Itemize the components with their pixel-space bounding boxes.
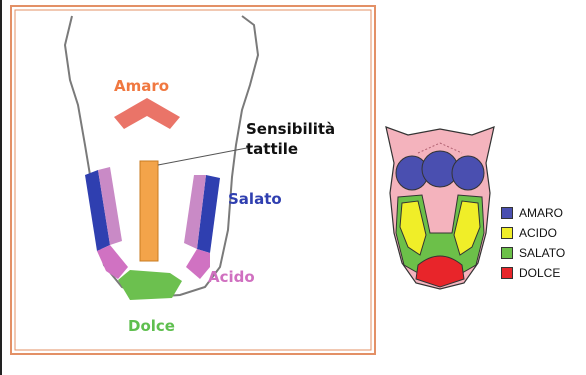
tongue-map — [382, 123, 498, 293]
dolce-zone — [118, 270, 182, 300]
acido-left-lower — [97, 245, 128, 279]
legend-item-acido: ACIDO — [501, 223, 565, 243]
left-border-line — [0, 0, 2, 375]
label-dolce: Dolce — [128, 317, 175, 335]
legend-label-acido: ACIDO — [519, 226, 557, 240]
legend-label-dolce: DOLCE — [519, 266, 560, 280]
tongue-map-legend: AMARO ACIDO SALATO DOLCE — [501, 203, 565, 283]
legend-swatch-dolce — [501, 267, 513, 279]
legend-swatch-amaro — [501, 207, 513, 219]
label-sensibilita-tattile: Sensibilità tattile — [246, 119, 335, 159]
amaro-right-area — [452, 156, 484, 190]
label-salato: Salato — [228, 190, 282, 208]
legend-item-dolce: DOLCE — [501, 263, 565, 283]
legend-swatch-salato — [501, 247, 513, 259]
taste-zone-diagram: Amaro Sensibilità tattile Salato Acido D… — [10, 5, 376, 355]
legend-label-salato: SALATO — [519, 246, 565, 260]
acido-right-lower — [186, 249, 210, 279]
label-amaro: Amaro — [114, 77, 169, 95]
legend-label-amaro: AMARO — [519, 206, 563, 220]
amaro-zone — [114, 98, 180, 129]
taste-zone-drawing — [10, 5, 376, 355]
tactile-leader-line — [158, 147, 252, 165]
tongue-outline — [65, 16, 258, 297]
legend-swatch-acido — [501, 227, 513, 239]
legend-item-salato: SALATO — [501, 243, 565, 263]
outer-frame — [11, 6, 375, 354]
label-acido: Acido — [208, 268, 255, 286]
legend-item-amaro: AMARO — [501, 203, 565, 223]
tactile-zone — [140, 161, 158, 261]
inner-frame — [15, 10, 371, 350]
